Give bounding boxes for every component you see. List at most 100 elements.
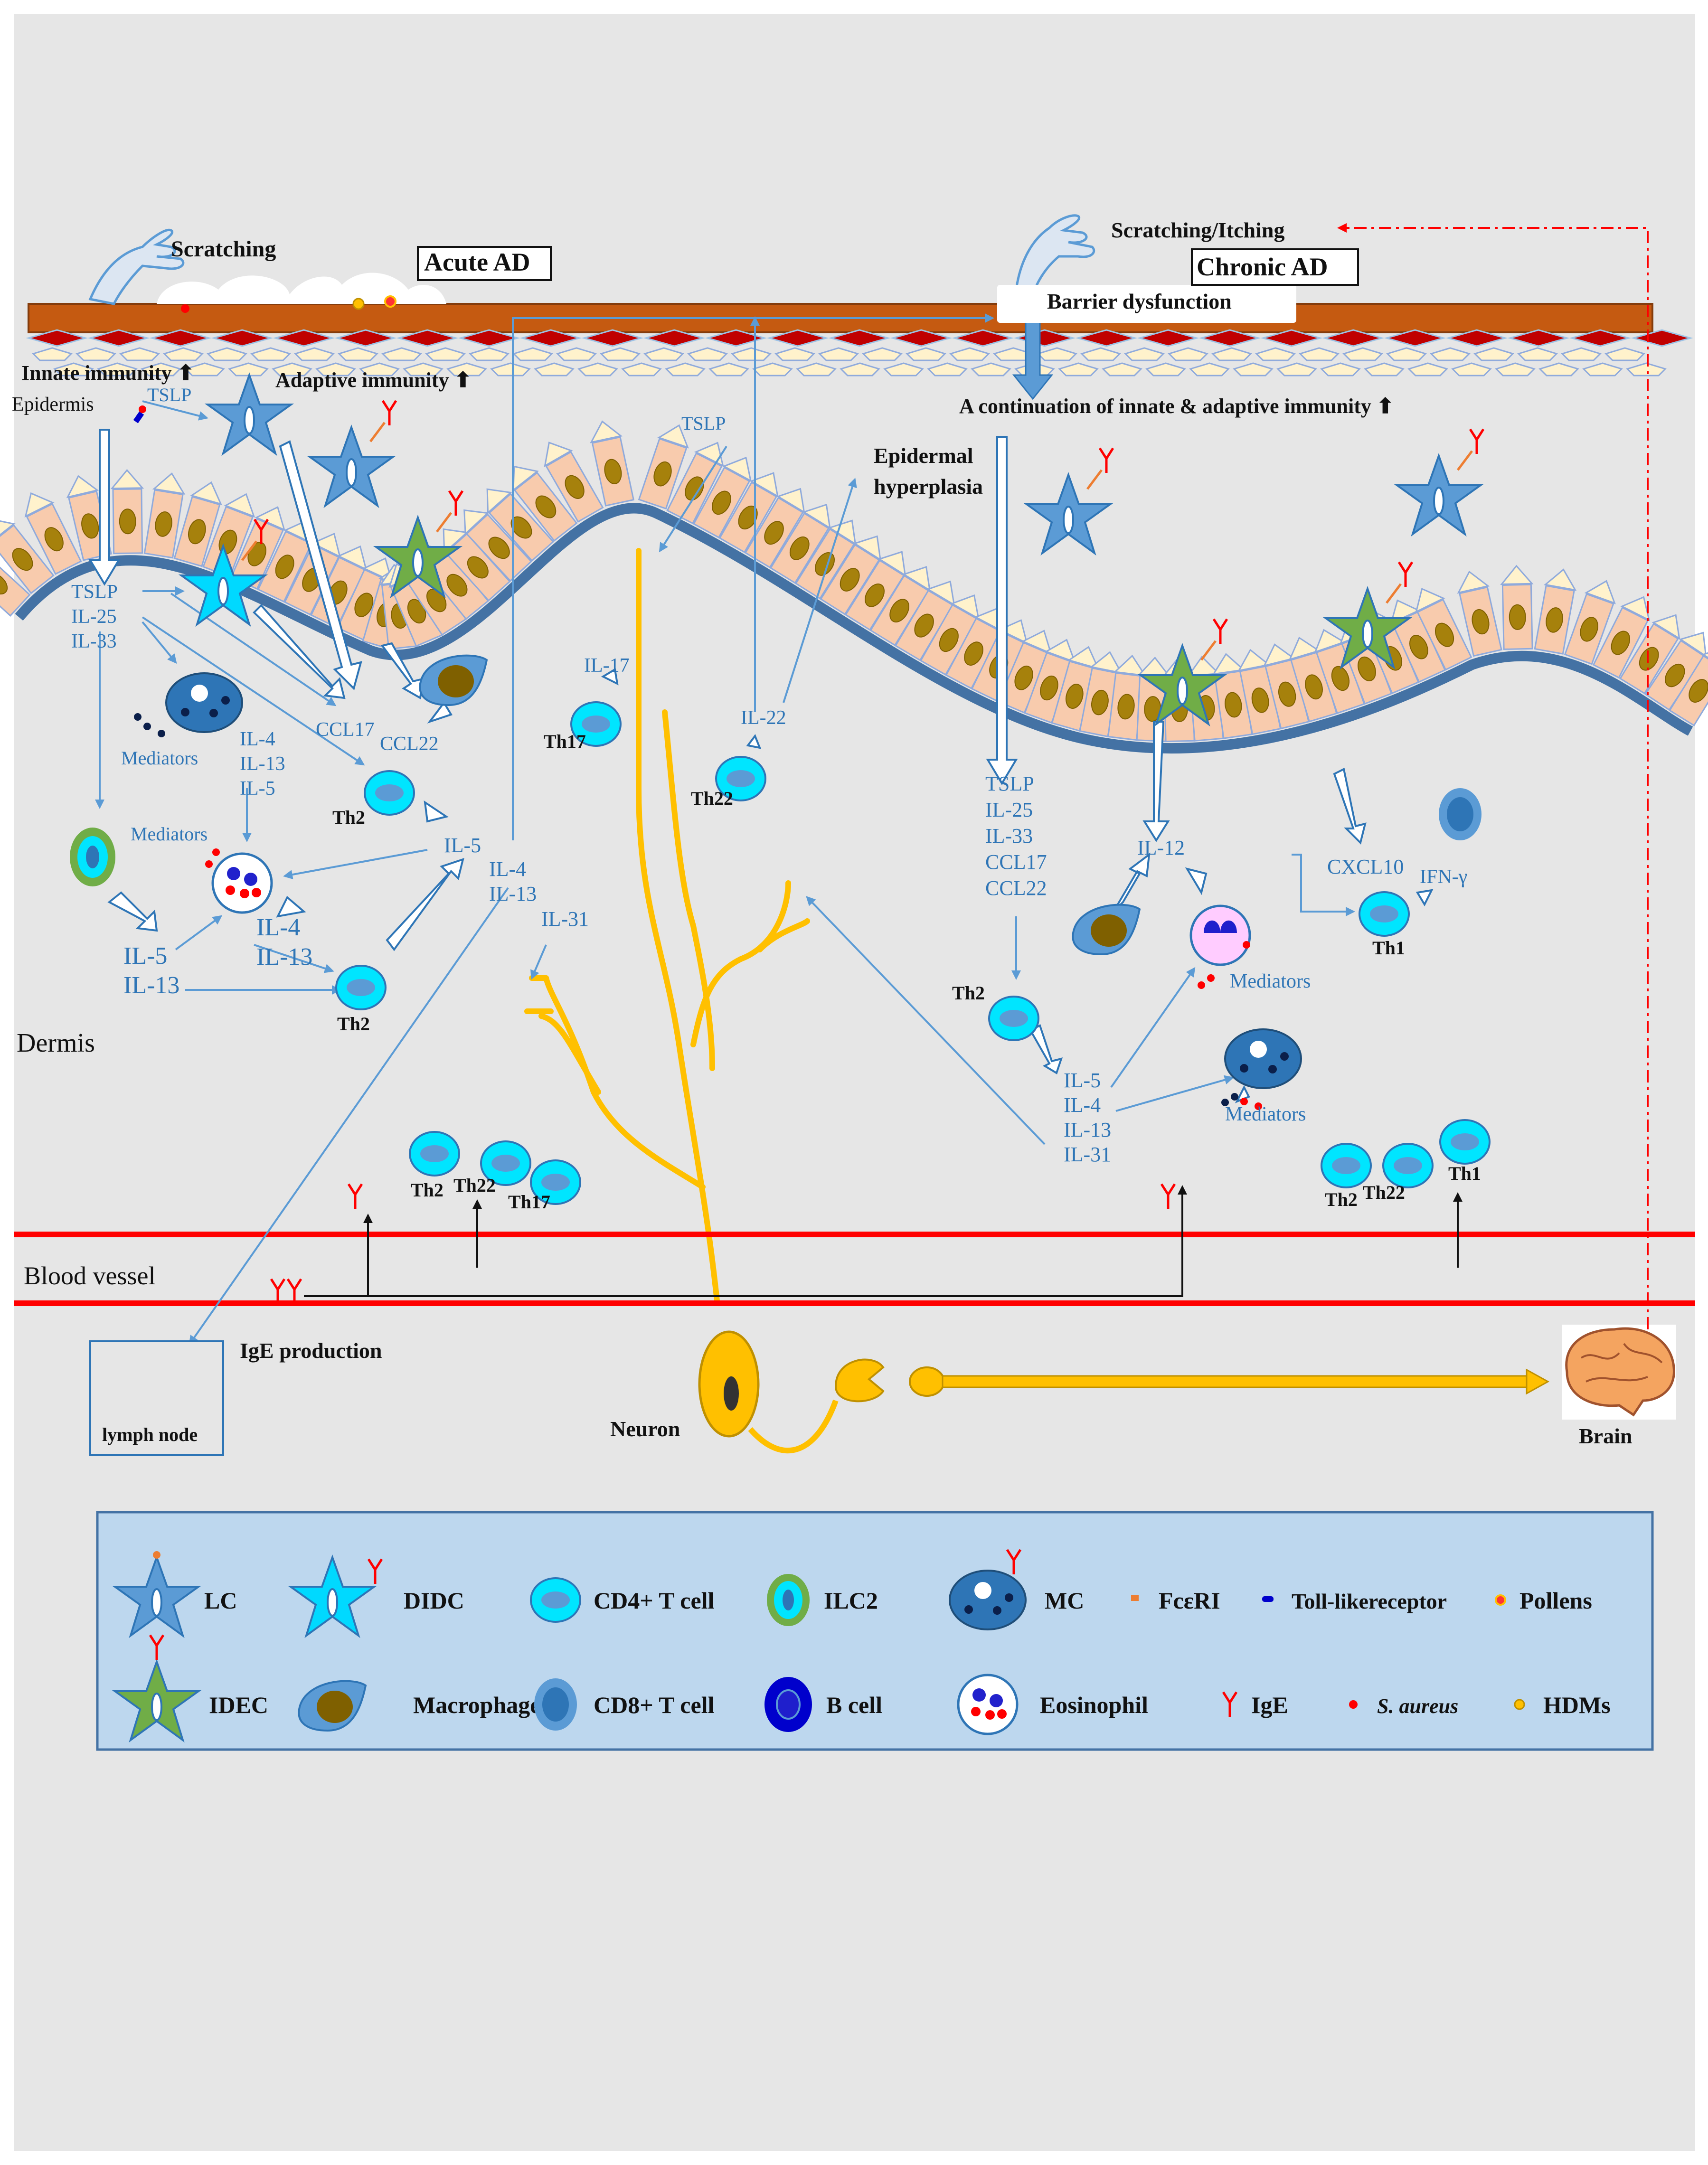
spinous-cell xyxy=(1276,362,1317,377)
circulating-th1-label: Th1 xyxy=(1448,1163,1481,1184)
mast-cell-icon xyxy=(165,672,243,733)
idec-icon xyxy=(1325,562,1412,668)
barrier-dysfunction-label: Barrier dysfunction xyxy=(1047,289,1232,313)
keratinocyte-column xyxy=(1500,565,1534,650)
left-cytokine-label: IL-33 xyxy=(71,631,117,652)
granular-cell xyxy=(890,329,953,347)
cd4-t-cell-icon xyxy=(988,996,1039,1041)
granular-cell xyxy=(26,329,88,347)
keratinocyte-column xyxy=(1619,614,1680,695)
spinous-cell xyxy=(141,362,181,377)
keratinocyte-column xyxy=(869,566,931,647)
keratinocyte-column xyxy=(1288,637,1338,723)
ilc2-nucleus xyxy=(86,846,99,868)
th2-label: Th2 xyxy=(952,982,985,1004)
spinous-cell xyxy=(512,347,553,361)
s-aureus-icon xyxy=(139,405,146,413)
scratching-hand-icon xyxy=(88,228,185,305)
hyperplasia-label: hyperplasia xyxy=(874,474,983,499)
spinous-cell xyxy=(1342,347,1383,361)
keratinocyte-layer xyxy=(0,420,1708,743)
legend-item: LC xyxy=(114,1551,237,1637)
mast-cell-cytokine-label: IL-4 xyxy=(240,728,275,750)
keratinocyte-column xyxy=(1534,568,1577,655)
cxcl10-label: CXCL10 xyxy=(1327,855,1404,878)
spinous-cell xyxy=(97,362,138,377)
extravasation-arrows xyxy=(304,1185,1463,1297)
spinous-cell xyxy=(862,347,903,361)
legend-label: B cell xyxy=(826,1692,882,1718)
circulating-th22-label: Th22 xyxy=(453,1175,496,1196)
spinous-cell xyxy=(577,362,618,377)
mediator-granule xyxy=(212,848,220,856)
mediator-granule xyxy=(143,723,151,730)
right-cytokine-label: IL-31 xyxy=(1064,1143,1111,1166)
adaptive-immunity-label: Adaptive immunity ⬆ xyxy=(275,368,472,392)
cd4-t-cell-icon xyxy=(1382,1143,1434,1188)
ige-production-label: IgE production xyxy=(240,1338,382,1363)
keratinocyte-column xyxy=(997,630,1052,714)
pollen-icon xyxy=(1495,1594,1506,1606)
keratinocyte-column xyxy=(770,503,831,584)
basement-membrane xyxy=(15,503,1693,753)
keratinocyte-column xyxy=(638,424,689,510)
granular-cell xyxy=(87,329,150,347)
keratinocyte-column xyxy=(512,465,578,542)
spinous-cell xyxy=(665,362,706,377)
il31-label: IL-31 xyxy=(541,907,589,931)
keratinocyte-column xyxy=(0,550,31,617)
spinous-cell xyxy=(1102,362,1142,377)
spinous-cell xyxy=(53,362,94,377)
mast-cell-cytokine-label: IL-13 xyxy=(240,753,285,775)
keratinocyte-column xyxy=(283,533,341,616)
granular-cell xyxy=(1507,329,1570,347)
spinous-cell xyxy=(1517,347,1558,361)
cd4-t-cell-icon xyxy=(530,1577,581,1623)
spinous-cell xyxy=(1145,362,1186,377)
spinous-cell xyxy=(731,347,772,361)
toll-like-receptor-icon xyxy=(1262,1596,1274,1602)
cd8-t-cell-nucleus xyxy=(1447,797,1473,831)
keratinocyte-column xyxy=(1107,654,1147,741)
spinous-cell xyxy=(971,362,1011,377)
il17-label: IL-17 xyxy=(584,655,630,677)
spinous-cell xyxy=(403,362,444,377)
granular-layer xyxy=(26,329,1693,347)
s-aureus-icon xyxy=(1349,1700,1358,1709)
legend-label: MC xyxy=(1045,1587,1084,1614)
cd4-t-cell-icon xyxy=(1439,1119,1491,1165)
mast-cell-icon xyxy=(949,1570,1027,1630)
keratinocyte-column xyxy=(110,469,144,555)
brain-icon xyxy=(1562,1325,1676,1420)
legend-item: ILC2 xyxy=(767,1574,878,1626)
mediator-granule xyxy=(205,860,213,868)
keratinocyte-column xyxy=(1564,580,1616,665)
spinous-cell xyxy=(534,362,575,377)
legend-label: CD4+ T cell xyxy=(594,1587,715,1614)
legend-item: MC xyxy=(949,1550,1084,1630)
eosinophil-cytokine-label: IL-13 xyxy=(256,943,312,970)
spinous-cell xyxy=(1320,362,1361,377)
legend-label: HDMs xyxy=(1543,1692,1611,1718)
spinous-cell xyxy=(1058,362,1099,377)
keratinocyte-column xyxy=(693,456,752,539)
il12-label: IL-12 xyxy=(1137,836,1185,859)
right-cytokine-label: IL-25 xyxy=(985,798,1033,821)
granular-cell xyxy=(211,329,274,347)
il4-il13-label: IL-13 xyxy=(489,882,537,905)
legend-label: FcεRI xyxy=(1159,1587,1220,1614)
langerhans-cell-icon xyxy=(1396,429,1483,535)
idec-icon xyxy=(1140,619,1227,725)
legend-label: Eosinophil xyxy=(1040,1692,1148,1718)
keratinocyte-column xyxy=(1592,596,1651,679)
ilc2-cytokine-label: IL-5 xyxy=(123,942,167,970)
spinous-cell xyxy=(228,362,269,377)
spinous-cell xyxy=(840,362,880,377)
right-cytokine-label: CCL22 xyxy=(985,876,1047,900)
spinous-cell xyxy=(556,347,597,361)
spinous-cell xyxy=(752,362,793,377)
legend-item: DIDC xyxy=(290,1556,464,1637)
mediator-granule xyxy=(1221,1099,1229,1106)
hdm-icon xyxy=(352,298,365,310)
keratinocyte-column xyxy=(544,442,604,523)
